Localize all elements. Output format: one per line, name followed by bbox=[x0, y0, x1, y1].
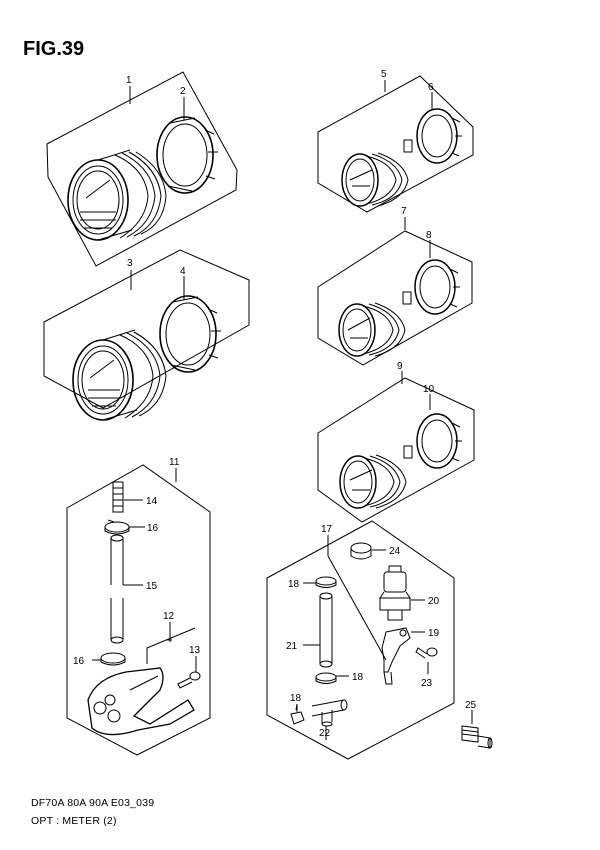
mounting-ring-10 bbox=[416, 413, 462, 469]
clamp-18-mid bbox=[315, 672, 337, 684]
callout-12: 12 bbox=[163, 611, 175, 622]
callout-6: 6 bbox=[428, 82, 434, 93]
cap-24 bbox=[350, 542, 372, 560]
callout-3: 3 bbox=[127, 258, 133, 269]
group-frame-3 bbox=[43, 249, 250, 409]
meter-9 bbox=[339, 445, 413, 509]
callout-21: 21 bbox=[286, 641, 298, 652]
large-meter-1 bbox=[67, 149, 167, 241]
callout-10: 10 bbox=[423, 384, 435, 395]
callout-16a: 16 bbox=[147, 523, 159, 534]
union-19 bbox=[381, 627, 411, 685]
callout-numbers: 1 2 3 4 5 6 7 8 9 10 11 12 13 14 15 16 1… bbox=[73, 69, 477, 739]
callout-7: 7 bbox=[401, 206, 407, 217]
hose-15 bbox=[110, 534, 124, 644]
callout-22: 22 bbox=[319, 728, 331, 739]
divider-17 bbox=[327, 555, 387, 661]
meter-7 bbox=[338, 291, 412, 357]
pressure-sender-20 bbox=[379, 565, 411, 621]
clamp-18-top bbox=[315, 576, 337, 588]
callout-19: 19 bbox=[428, 628, 440, 639]
callout-16b: 16 bbox=[73, 656, 85, 667]
callout-18b: 18 bbox=[352, 672, 364, 683]
callout-8: 8 bbox=[426, 230, 432, 241]
figure-title: FIG.39 bbox=[23, 38, 85, 60]
callout-5: 5 bbox=[381, 69, 387, 80]
clamp-16-bottom bbox=[100, 652, 126, 666]
mounting-ring-4 bbox=[159, 295, 221, 373]
group-frame-7 bbox=[317, 230, 473, 366]
callout-15: 15 bbox=[146, 581, 158, 592]
callout-20: 20 bbox=[428, 596, 440, 607]
callout-11: 11 bbox=[169, 457, 180, 468]
callout-4: 4 bbox=[180, 266, 186, 277]
callout-2: 2 bbox=[180, 86, 186, 97]
callout-23: 23 bbox=[421, 678, 433, 689]
group-frame-1 bbox=[46, 71, 238, 267]
hose-21 bbox=[319, 592, 333, 668]
clamp-16-top bbox=[104, 519, 130, 535]
callout-24: 24 bbox=[389, 546, 401, 557]
mounting-ring-2 bbox=[156, 116, 218, 194]
group-frame-5 bbox=[317, 75, 474, 213]
footer-description: OPT : METER (2) bbox=[31, 815, 117, 827]
hose-nipple-14 bbox=[112, 481, 124, 513]
group-frame-11 bbox=[66, 464, 211, 756]
mounting-ring-8 bbox=[414, 259, 460, 315]
mounting-ring-6 bbox=[416, 108, 462, 164]
callout-18a: 18 bbox=[288, 579, 300, 590]
callout-17: 17 bbox=[321, 524, 333, 535]
large-meter-3 bbox=[72, 329, 167, 421]
group-frame-17 bbox=[266, 520, 455, 760]
footer-code: DF70A 80A 90A E03_039 bbox=[31, 797, 155, 809]
callout-1: 1 bbox=[126, 75, 132, 86]
fitting-bracket-12 bbox=[87, 667, 195, 736]
callout-9: 9 bbox=[397, 361, 403, 372]
meter-5 bbox=[341, 139, 413, 207]
callout-14: 14 bbox=[146, 496, 158, 507]
tee-joint-22 bbox=[311, 699, 348, 727]
group-frame-9 bbox=[317, 377, 475, 523]
bolt-23 bbox=[415, 647, 438, 659]
plug-25 bbox=[461, 725, 493, 749]
callout-18c: 18 bbox=[290, 693, 302, 704]
callout-25: 25 bbox=[465, 700, 477, 711]
callout-13: 13 bbox=[189, 645, 201, 656]
leader-12 bbox=[146, 627, 196, 664]
screw-13 bbox=[177, 671, 201, 689]
